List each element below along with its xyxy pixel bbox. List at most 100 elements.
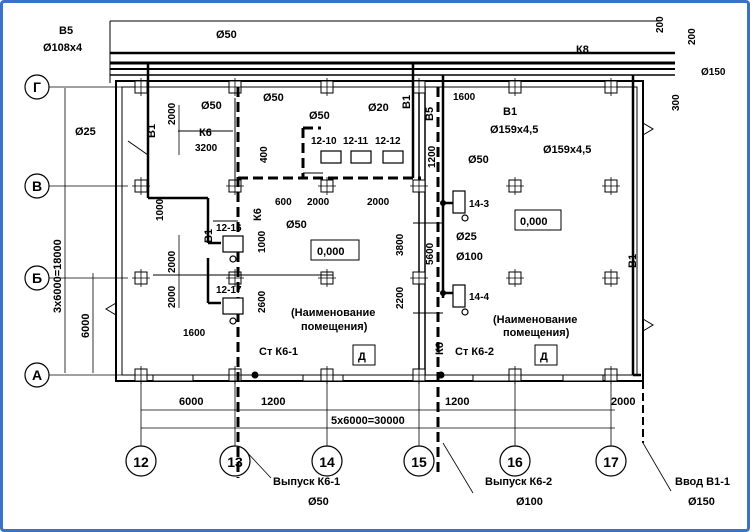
- fx-14-4: 14-4: [469, 292, 489, 303]
- outlet-1-dia: Ø50: [308, 496, 329, 508]
- fx-12-17: 12-17: [216, 285, 242, 296]
- axis-bubble-row: [24, 74, 50, 100]
- room-mark-b: [534, 344, 558, 366]
- d5600: 5600: [425, 242, 436, 265]
- axis-bubble-row: [24, 362, 50, 388]
- d50-e: Ø50: [286, 219, 307, 231]
- total-y: 3x6000=18000: [52, 239, 64, 313]
- axis-bubble-col: [219, 445, 251, 477]
- b5-dia: Ø108x4: [43, 42, 83, 54]
- outlet-2-dia: Ø100: [516, 496, 543, 508]
- level-mark-a: [310, 239, 360, 261]
- axis-label-row: Г: [33, 79, 41, 95]
- axis-bubble-col: [403, 445, 435, 477]
- fx-12-16: 12-16: [216, 223, 242, 234]
- branch-lines: [127, 98, 443, 314]
- d2000-h2: 2000: [367, 197, 390, 208]
- b1-right: В1: [627, 254, 639, 268]
- d150-note: Ø150: [701, 67, 726, 78]
- inlet-1-dia: Ø150: [688, 496, 715, 508]
- d1600-top: 1600: [453, 92, 476, 103]
- d1600-l: 1600: [183, 328, 206, 339]
- axis-bubble-col: [499, 445, 531, 477]
- d50-a: Ø50: [201, 100, 222, 112]
- axis-bubble-col: [595, 445, 627, 477]
- d6000-left: 6000: [80, 314, 92, 338]
- k6-vertical: К6: [252, 208, 264, 221]
- d400: 400: [259, 146, 270, 163]
- d25-left: Ø25: [75, 126, 96, 138]
- d20: Ø20: [368, 102, 389, 114]
- inlet-1: Ввод В1-1: [675, 476, 730, 488]
- d50-top: Ø50: [216, 29, 237, 41]
- d50-b: Ø50: [263, 92, 284, 104]
- d2600: 2600: [257, 290, 268, 313]
- d50-d: Ø50: [468, 154, 489, 166]
- b1-top: В1: [503, 106, 517, 118]
- columns: [132, 78, 620, 384]
- fx-14-3: 14-3: [469, 199, 489, 210]
- d200-b: 200: [687, 28, 698, 45]
- riser-2: Ст К6-2: [455, 346, 494, 358]
- fixtures: [222, 150, 469, 325]
- axis-label-row: В: [32, 178, 42, 194]
- d2000-v1: 2000: [167, 102, 178, 125]
- k6-bottom: К6: [434, 342, 446, 355]
- room-b-line2: помещения): [503, 327, 570, 339]
- d200-a: 200: [655, 16, 666, 33]
- top-pipe-bundle: [109, 20, 675, 83]
- room-a-line1: (Наименование: [291, 307, 375, 319]
- level-b: 0,000: [520, 216, 548, 228]
- b5-label: В5: [59, 25, 73, 37]
- outlet-2: Выпуск К6-2: [485, 476, 552, 488]
- fx-12-10: 12-10: [311, 136, 337, 147]
- axis-label-col: 13: [227, 454, 243, 470]
- d3800: 3800: [395, 233, 406, 256]
- b5-mid: В5: [424, 107, 436, 121]
- d600: 600: [275, 197, 292, 208]
- b1-top-dia: Ø159x4,5: [490, 124, 538, 136]
- axis-bubble-row: [24, 173, 50, 199]
- axis-label-row: Б: [32, 270, 42, 286]
- room-d-a: Д: [358, 351, 366, 363]
- d3200: 3200: [195, 143, 218, 154]
- k6-a: К6: [199, 127, 212, 139]
- outlet-leaders: [242, 381, 672, 494]
- dimension-lines: [64, 88, 615, 429]
- level-a: 0,000: [317, 246, 345, 258]
- d25-r: Ø25: [456, 231, 477, 243]
- axis-bubble-col: [311, 445, 343, 477]
- d300: 300: [671, 94, 682, 111]
- d1200-v: 1200: [427, 145, 438, 168]
- d2000-right: 2000: [611, 396, 635, 408]
- d50-c: Ø50: [309, 110, 330, 122]
- outlet-1: Выпуск К6-1: [273, 476, 340, 488]
- axis-label-col: 16: [507, 454, 523, 470]
- room-a-line2: помещения): [301, 321, 368, 333]
- b1-right-dia: Ø159x4,5: [543, 144, 591, 156]
- risers: [251, 200, 446, 379]
- d6000-bottom: 6000: [179, 396, 203, 408]
- riser-1: Ст К6-1: [259, 346, 298, 358]
- axis-label-col: 12: [133, 454, 149, 470]
- d1000-b: 1000: [257, 230, 268, 253]
- fx-12-12: 12-12: [375, 136, 401, 147]
- grid-lines: [47, 86, 612, 447]
- axis-bubble-col: [125, 445, 157, 477]
- d100: Ø100: [456, 251, 483, 263]
- d2000-h1: 2000: [307, 197, 330, 208]
- room-d-b: Д: [540, 351, 548, 363]
- water-lines: [146, 63, 641, 377]
- d1200-b: 1200: [445, 396, 469, 408]
- axis-label-row: А: [32, 367, 42, 383]
- axis-label-col: 14: [319, 454, 335, 470]
- b1-left: В1: [146, 124, 158, 138]
- d2000-l1: 2000: [167, 250, 178, 273]
- b1-lower: В1: [203, 229, 215, 243]
- d1000-a: 1000: [155, 198, 166, 221]
- d2000-l2: 2000: [167, 285, 178, 308]
- sewer-lines: [236, 87, 440, 478]
